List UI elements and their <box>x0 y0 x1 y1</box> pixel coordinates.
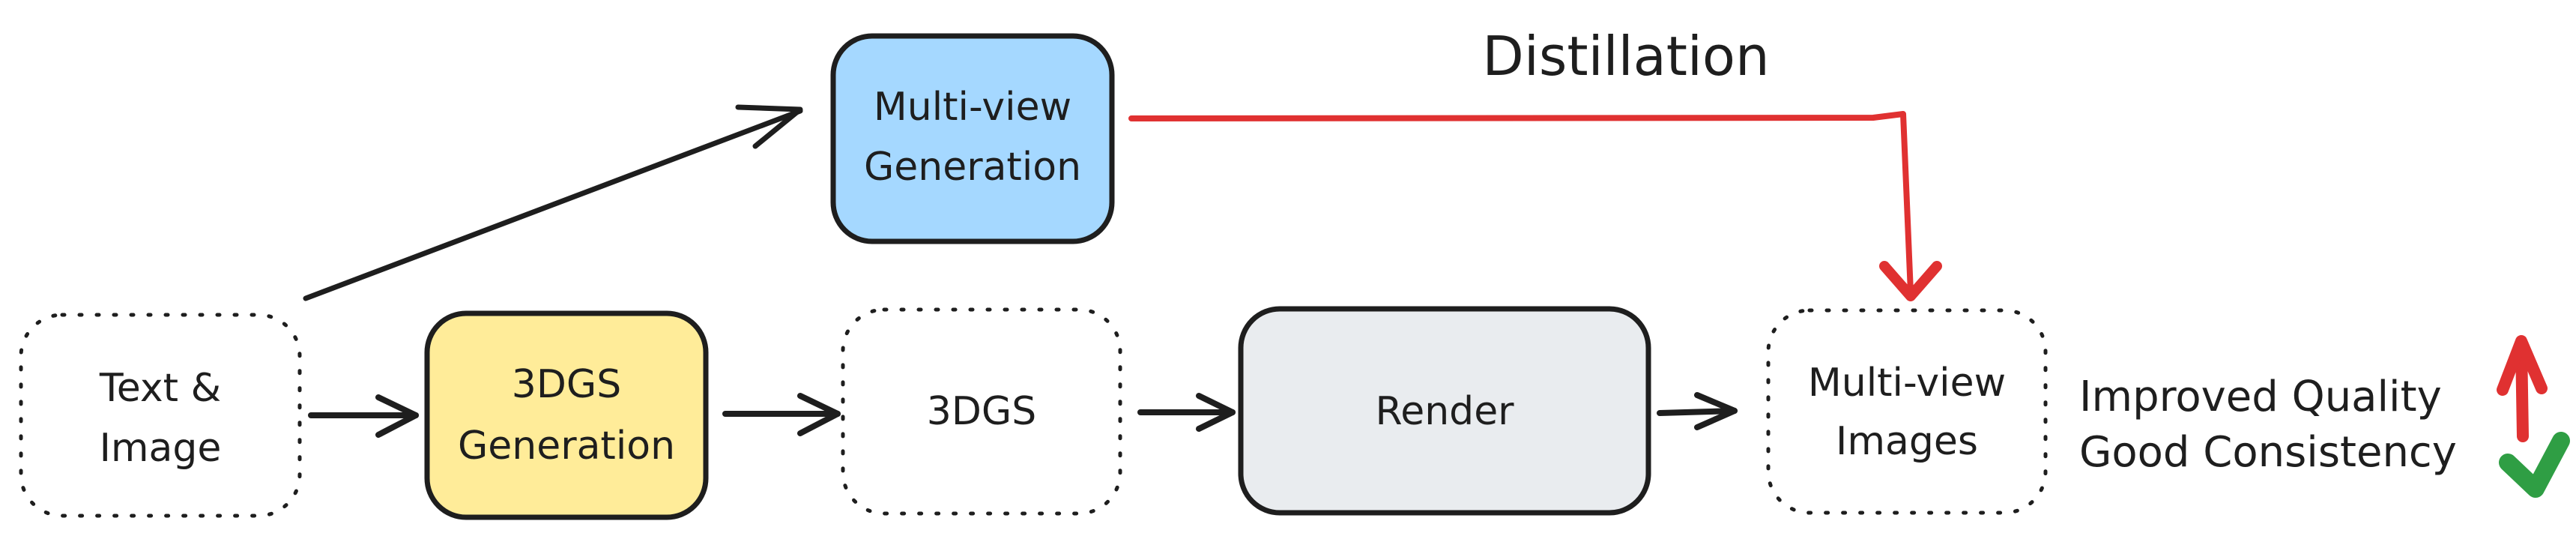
node-label-line2: Images <box>1836 419 1978 464</box>
arrow-text-image-to-multi-view-generation <box>303 104 803 301</box>
arrow-3dgs-generation-to-3dgs <box>722 393 841 436</box>
arrow-distillation <box>1128 111 1942 301</box>
node-label-line2: Generation <box>864 145 1081 190</box>
node-multi-view-images[interactable]: Multi-view Images <box>1766 308 2048 515</box>
node-3dgs[interactable]: 3DGS <box>841 307 1122 516</box>
node-multi-view-generation[interactable]: Multi-view Generation <box>830 33 1115 244</box>
node-label-line2: Image <box>100 426 222 471</box>
node-label: 3DGS <box>927 389 1036 434</box>
up-arrow-icon <box>2497 335 2548 442</box>
node-text-image[interactable]: Text & Image <box>19 313 302 518</box>
check-icon <box>2499 432 2570 498</box>
node-3dgs-generation[interactable]: 3DGS Generation <box>424 310 709 520</box>
node-label-line1: Text & <box>99 366 221 411</box>
arrow-render-to-multi-view-images <box>1657 392 1738 430</box>
result-good-consistency: Good Consistency <box>2079 428 2457 477</box>
node-label-line1: Multi-view <box>1808 361 2006 406</box>
distillation-label: Distillation <box>1482 25 1769 88</box>
node-label: Render <box>1375 389 1514 434</box>
node-label-line1: 3DGS <box>512 362 621 407</box>
node-label-line1: Multi-view <box>874 85 1071 130</box>
arrow-3dgs-to-render <box>1137 393 1236 432</box>
arrow-text-image-to-3dgs-generation <box>308 394 419 438</box>
node-label-line2: Generation <box>458 424 675 469</box>
result-improved-quality: Improved Quality <box>2079 373 2442 421</box>
node-render[interactable]: Render <box>1238 306 1651 516</box>
